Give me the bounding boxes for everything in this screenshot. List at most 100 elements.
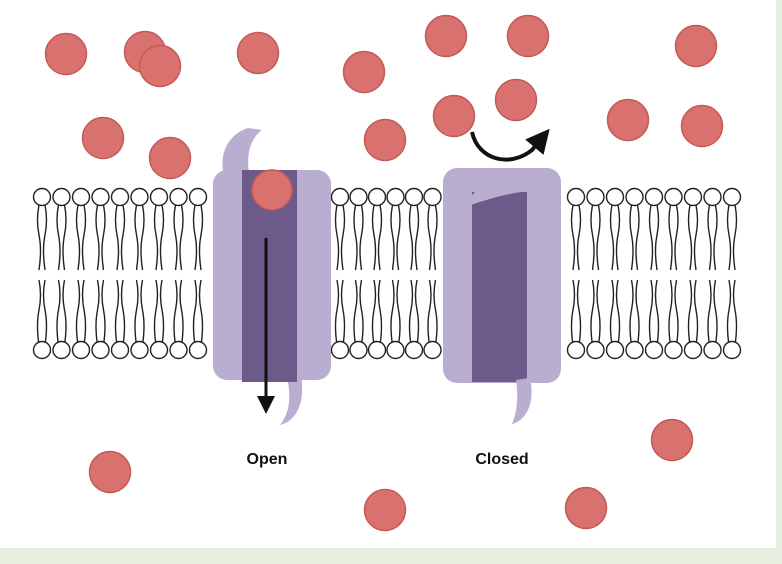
lipid-tail [36, 279, 48, 346]
lipid-head [683, 187, 703, 207]
ion [44, 32, 88, 76]
ion [506, 14, 550, 58]
lipid-head [149, 340, 169, 360]
lipid-tail [173, 279, 184, 346]
lipid-head [404, 340, 424, 360]
lipid-head [367, 340, 387, 360]
lipid-tail [726, 279, 738, 346]
lipid-tail [629, 279, 640, 346]
ion-in-pore [251, 169, 293, 211]
lipid-tail [134, 279, 145, 346]
lipid-head [625, 340, 644, 360]
lipid-head [52, 340, 71, 360]
lipid-tail [687, 204, 699, 271]
lipid-tail [390, 279, 401, 346]
ion [494, 78, 538, 122]
lipid-tail [427, 279, 438, 346]
lipid-head [404, 187, 424, 207]
lipid-head [586, 340, 605, 360]
lipid-head [91, 187, 110, 207]
lipid-tail [570, 204, 582, 271]
lipid-head [52, 187, 71, 207]
ion [680, 104, 724, 148]
lipid-tail [114, 279, 126, 346]
ion-channel-diagram: Open Closed [32, 14, 742, 532]
lipid-tail [56, 279, 67, 346]
ion [650, 418, 694, 462]
closed-channel-bottom-lobe [512, 378, 532, 424]
lipid-head [169, 340, 188, 360]
lipid-tail [609, 279, 621, 346]
lipid-tail [408, 204, 420, 271]
lipid-tail [95, 204, 106, 271]
open-channel-top-lobe [222, 128, 262, 178]
lipid-tail [726, 204, 738, 271]
closed-label: Closed [475, 451, 528, 468]
lipid-head [566, 187, 586, 207]
lipid-tail [56, 204, 67, 271]
lipid-head [605, 187, 625, 207]
closed-channel [443, 128, 561, 424]
lipid-head [130, 187, 149, 207]
ion [148, 136, 192, 180]
lipid-head [188, 340, 208, 360]
lipid-tail [668, 204, 679, 271]
ion [363, 118, 407, 162]
lipid-head [330, 340, 350, 360]
lipid-head [71, 340, 91, 360]
lipid-head [586, 187, 605, 207]
ion [363, 488, 407, 532]
ion [138, 44, 182, 88]
lipid-bilayer-left [32, 187, 208, 360]
diagram-frame: Open Closed [0, 0, 776, 548]
ion [88, 450, 132, 494]
lipid-head [625, 187, 644, 207]
lipid-bilayer-right [566, 187, 742, 360]
lipid-head [703, 187, 722, 207]
open-channel [213, 128, 331, 425]
lipid-tail [192, 204, 204, 271]
lipid-head [386, 187, 405, 207]
lipid-head [71, 187, 91, 207]
lipid-tail [353, 204, 364, 271]
lipid-head [605, 340, 625, 360]
lipid-tail [192, 279, 204, 346]
lipid-head [703, 340, 722, 360]
lipid-tail [408, 279, 420, 346]
open-label: Open [247, 451, 288, 468]
lipid-head [423, 187, 442, 207]
lipid-tail [707, 204, 718, 271]
lipid-head [664, 340, 683, 360]
lipid-tail [371, 204, 383, 271]
lipid-head [423, 340, 442, 360]
lipid-tail [334, 204, 346, 271]
lipid-head [91, 340, 110, 360]
lipid-tail [153, 279, 165, 346]
lipid-tail [629, 204, 640, 271]
ion [674, 24, 718, 68]
ion [424, 14, 468, 58]
closed-channel-gate-lid [462, 168, 540, 208]
lipid-head [188, 187, 208, 207]
lipid-head [566, 340, 586, 360]
lipid-tail [75, 204, 87, 271]
lipid-tail [95, 279, 106, 346]
lipid-head [722, 187, 742, 207]
lipid-tail [390, 204, 401, 271]
ions [44, 14, 724, 532]
lipid-head [722, 340, 742, 360]
lipid-head [32, 340, 52, 360]
ion [432, 94, 476, 138]
lipid-tail [153, 204, 165, 271]
ion [606, 98, 650, 142]
lipid-tail [173, 204, 184, 271]
lipid-head [664, 187, 683, 207]
lipid-tail [707, 279, 718, 346]
lipid-bilayer-middle [330, 187, 442, 360]
lipid-tail [427, 204, 438, 271]
lipid-tail [134, 204, 145, 271]
lipid-head [169, 187, 188, 207]
lipid-head [110, 340, 130, 360]
lipid-head [644, 340, 664, 360]
lipid-tail [687, 279, 699, 346]
